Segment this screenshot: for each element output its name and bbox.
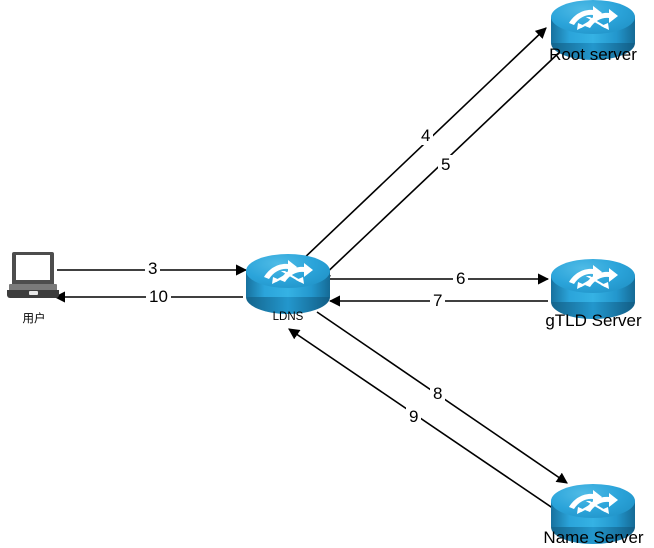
node-ldns[interactable] [246,254,330,314]
edge-label-8: 8 [430,384,446,403]
router-front-face [551,501,635,527]
edge-9-line [288,328,561,514]
edge-label-7: 7 [430,291,446,310]
node-label-ldns: LDNS [272,311,304,323]
node-label-name-server: Name Server [543,528,644,547]
router-front-face [551,17,635,43]
router-top-arrows-icon [569,265,618,287]
router-front-face [551,276,635,302]
node-label-root-server: Root server [549,45,637,64]
node-root-server[interactable] [551,0,635,60]
router-cross-arrows-icon [272,271,304,284]
laptop-touchpad [29,291,38,295]
router-icon [551,0,635,60]
edge-label-10: 10 [146,287,171,306]
node-label-user: 用户 [22,313,46,325]
edge-label-6: 6 [453,269,469,288]
router-front-face [246,271,330,297]
router-top-arrows-icon [569,6,618,28]
router-cross-arrows-icon [577,17,609,30]
laptop-deck [9,284,57,293]
router-icon [246,254,330,314]
edge-label-9: 9 [406,407,422,426]
router-cross-arrows-icon [577,501,609,514]
node-gtld-server[interactable] [551,259,635,319]
laptop-icon [7,252,61,298]
router-cross-arrows-icon [577,276,609,289]
node-name-server[interactable] [551,484,635,544]
node-user[interactable] [7,252,61,298]
router-icon [551,259,635,319]
router-icon [551,484,635,544]
node-label-gtld-server: gTLD Server [545,311,642,330]
router-top-arrows-icon [264,260,313,282]
edge-4-line [299,27,547,263]
laptop-screen [16,255,50,280]
edge-label-4: 4 [418,126,434,145]
router-top-arrows-icon [569,490,618,512]
edge-label-3: 3 [145,259,161,278]
edge-label-5: 5 [438,155,454,174]
